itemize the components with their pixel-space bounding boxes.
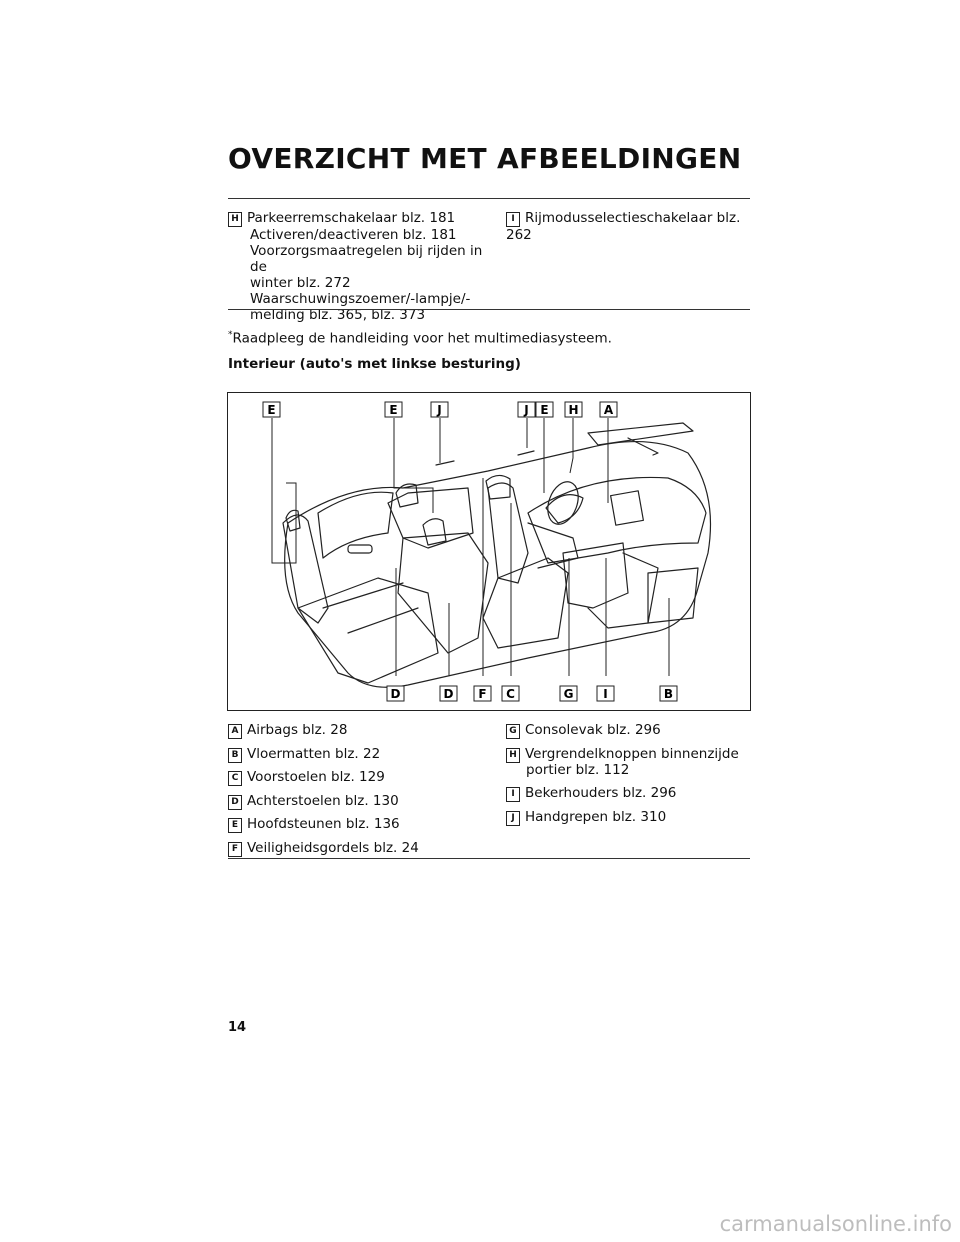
figure-label-top: J (517, 401, 536, 418)
figure-label-top: J (430, 401, 449, 418)
table-line: Parkeerremschakelaar blz. 181 (247, 210, 456, 226)
svg-text:A: A (604, 403, 614, 417)
letter-badge: B (228, 747, 242, 763)
table-line: Voorzorgsmaatregelen bij rijden in de (250, 243, 483, 275)
legend-text: Vloermatten blz. 22 (247, 745, 381, 762)
svg-text:D: D (444, 687, 454, 701)
legend-text: Handgrepen blz. 310 (525, 808, 667, 825)
letter-badge: H (506, 747, 520, 763)
svg-text:G: G (564, 687, 574, 701)
figure-label-top: H (564, 401, 583, 418)
svg-text:H: H (568, 403, 578, 417)
figure-label-bottom: D (386, 685, 405, 702)
legend-text: Veiligheidsgordels blz. 24 (247, 839, 419, 856)
interior-illustration: E E J J E H A D D F C G I B (262, 401, 712, 702)
svg-text:E: E (389, 403, 397, 417)
legend-item: G Consolevak blz. 296 (506, 722, 750, 746)
letter-badge: H (228, 212, 242, 227)
legend-text: Airbags blz. 28 (247, 722, 348, 738)
table-line: Rijmodusselectieschakelaar blz. 262 (506, 210, 741, 243)
legend-item: I Bekerhouders blz. 296 (506, 785, 750, 809)
legend-item: B Vloermatten blz. 22 (228, 746, 490, 770)
legend-right: G Consolevak blz. 296 H Vergrendelknoppen … (506, 722, 750, 832)
svg-text:B: B (664, 687, 673, 701)
figure-label-bottom: I (596, 685, 615, 702)
figure-label-top: E (535, 401, 554, 418)
svg-text:F: F (478, 687, 486, 701)
figure-label-top: E (262, 401, 281, 418)
table-line: Activeren/deactiveren blz. 181 (250, 227, 457, 243)
letter-badge: D (228, 794, 242, 810)
svg-text:E: E (540, 403, 548, 417)
letter-badge: J (506, 810, 520, 826)
figure-label-bottom: G (559, 685, 578, 702)
svg-text:J: J (436, 403, 441, 417)
footnote: *Raadpleeg de handleiding voor het multi… (228, 330, 612, 347)
table-bottom-rule (228, 309, 750, 310)
legend-text: Consolevak blz. 296 (525, 722, 661, 738)
footnote-text: Raadpleeg de handleiding voor het multim… (232, 330, 612, 347)
figure-label-bottom: F (473, 685, 492, 702)
interior-figure: E E J J E H A D D F C G I B (227, 392, 751, 711)
table-line: melding blz. 365, blz. 373 (250, 307, 426, 323)
section-heading: Interieur (auto's met linkse besturing) (228, 356, 521, 372)
letter-badge: I (506, 212, 520, 227)
letter-badge: I (506, 787, 520, 803)
figure-label-bottom: C (501, 685, 520, 702)
legend-text: Bekerhouders blz. 296 (525, 785, 677, 802)
footnote-marker: * (228, 330, 233, 340)
legend-item: C Voorstoelen blz. 129 (228, 769, 490, 793)
legend-text: Achterstoelen blz. 130 (247, 792, 399, 809)
letter-badge: E (228, 818, 242, 834)
svg-text:I: I (603, 687, 607, 701)
legend-text: Hoofdsteunen blz. 136 (247, 816, 400, 833)
letter-badge: A (228, 724, 242, 739)
watermark: carmanualsonline.info (719, 1212, 952, 1236)
legend-item: H Vergrendelknoppen binnenzijde (506, 745, 750, 763)
legend-item: F Veiligheidsgordels blz. 24 (228, 840, 490, 864)
svg-text:D: D (391, 687, 401, 701)
table-line: winter blz. 272 (250, 275, 351, 291)
legend-item: J Handgrepen blz. 310 (506, 809, 750, 833)
page-number: 14 (228, 1020, 247, 1035)
legend-item: A Airbags blz. 28 (228, 722, 490, 746)
table-cell-h: H Parkeerremschakelaar blz. 181 Activeren… (228, 210, 488, 323)
legend-item-continued: portier blz. 112 (526, 761, 630, 778)
svg-text:C: C (506, 687, 515, 701)
legend-text: Vergrendelknoppen binnenzijde (525, 745, 739, 762)
letter-badge: C (228, 771, 242, 787)
legend-bottom-rule (228, 858, 750, 859)
figure-label-top: E (384, 401, 403, 418)
svg-text:E: E (267, 403, 275, 417)
svg-text:J: J (523, 403, 528, 417)
figure-label-bottom: B (659, 685, 678, 702)
legend-text: Voorstoelen blz. 129 (247, 769, 385, 786)
letter-badge: G (506, 724, 520, 739)
letter-badge: F (228, 841, 242, 857)
legend-item: D Achterstoelen blz. 130 (228, 793, 490, 817)
page-title: OVERZICHT MET AFBEELDINGEN (228, 142, 742, 175)
table-top-rule (228, 198, 750, 199)
legend-item: E Hoofdsteunen blz. 136 (228, 816, 490, 840)
figure-label-bottom: D (439, 685, 458, 702)
table-line: Waarschuwingszoemer/-lampje/- (250, 291, 471, 307)
figure-label-top: A (599, 401, 618, 418)
